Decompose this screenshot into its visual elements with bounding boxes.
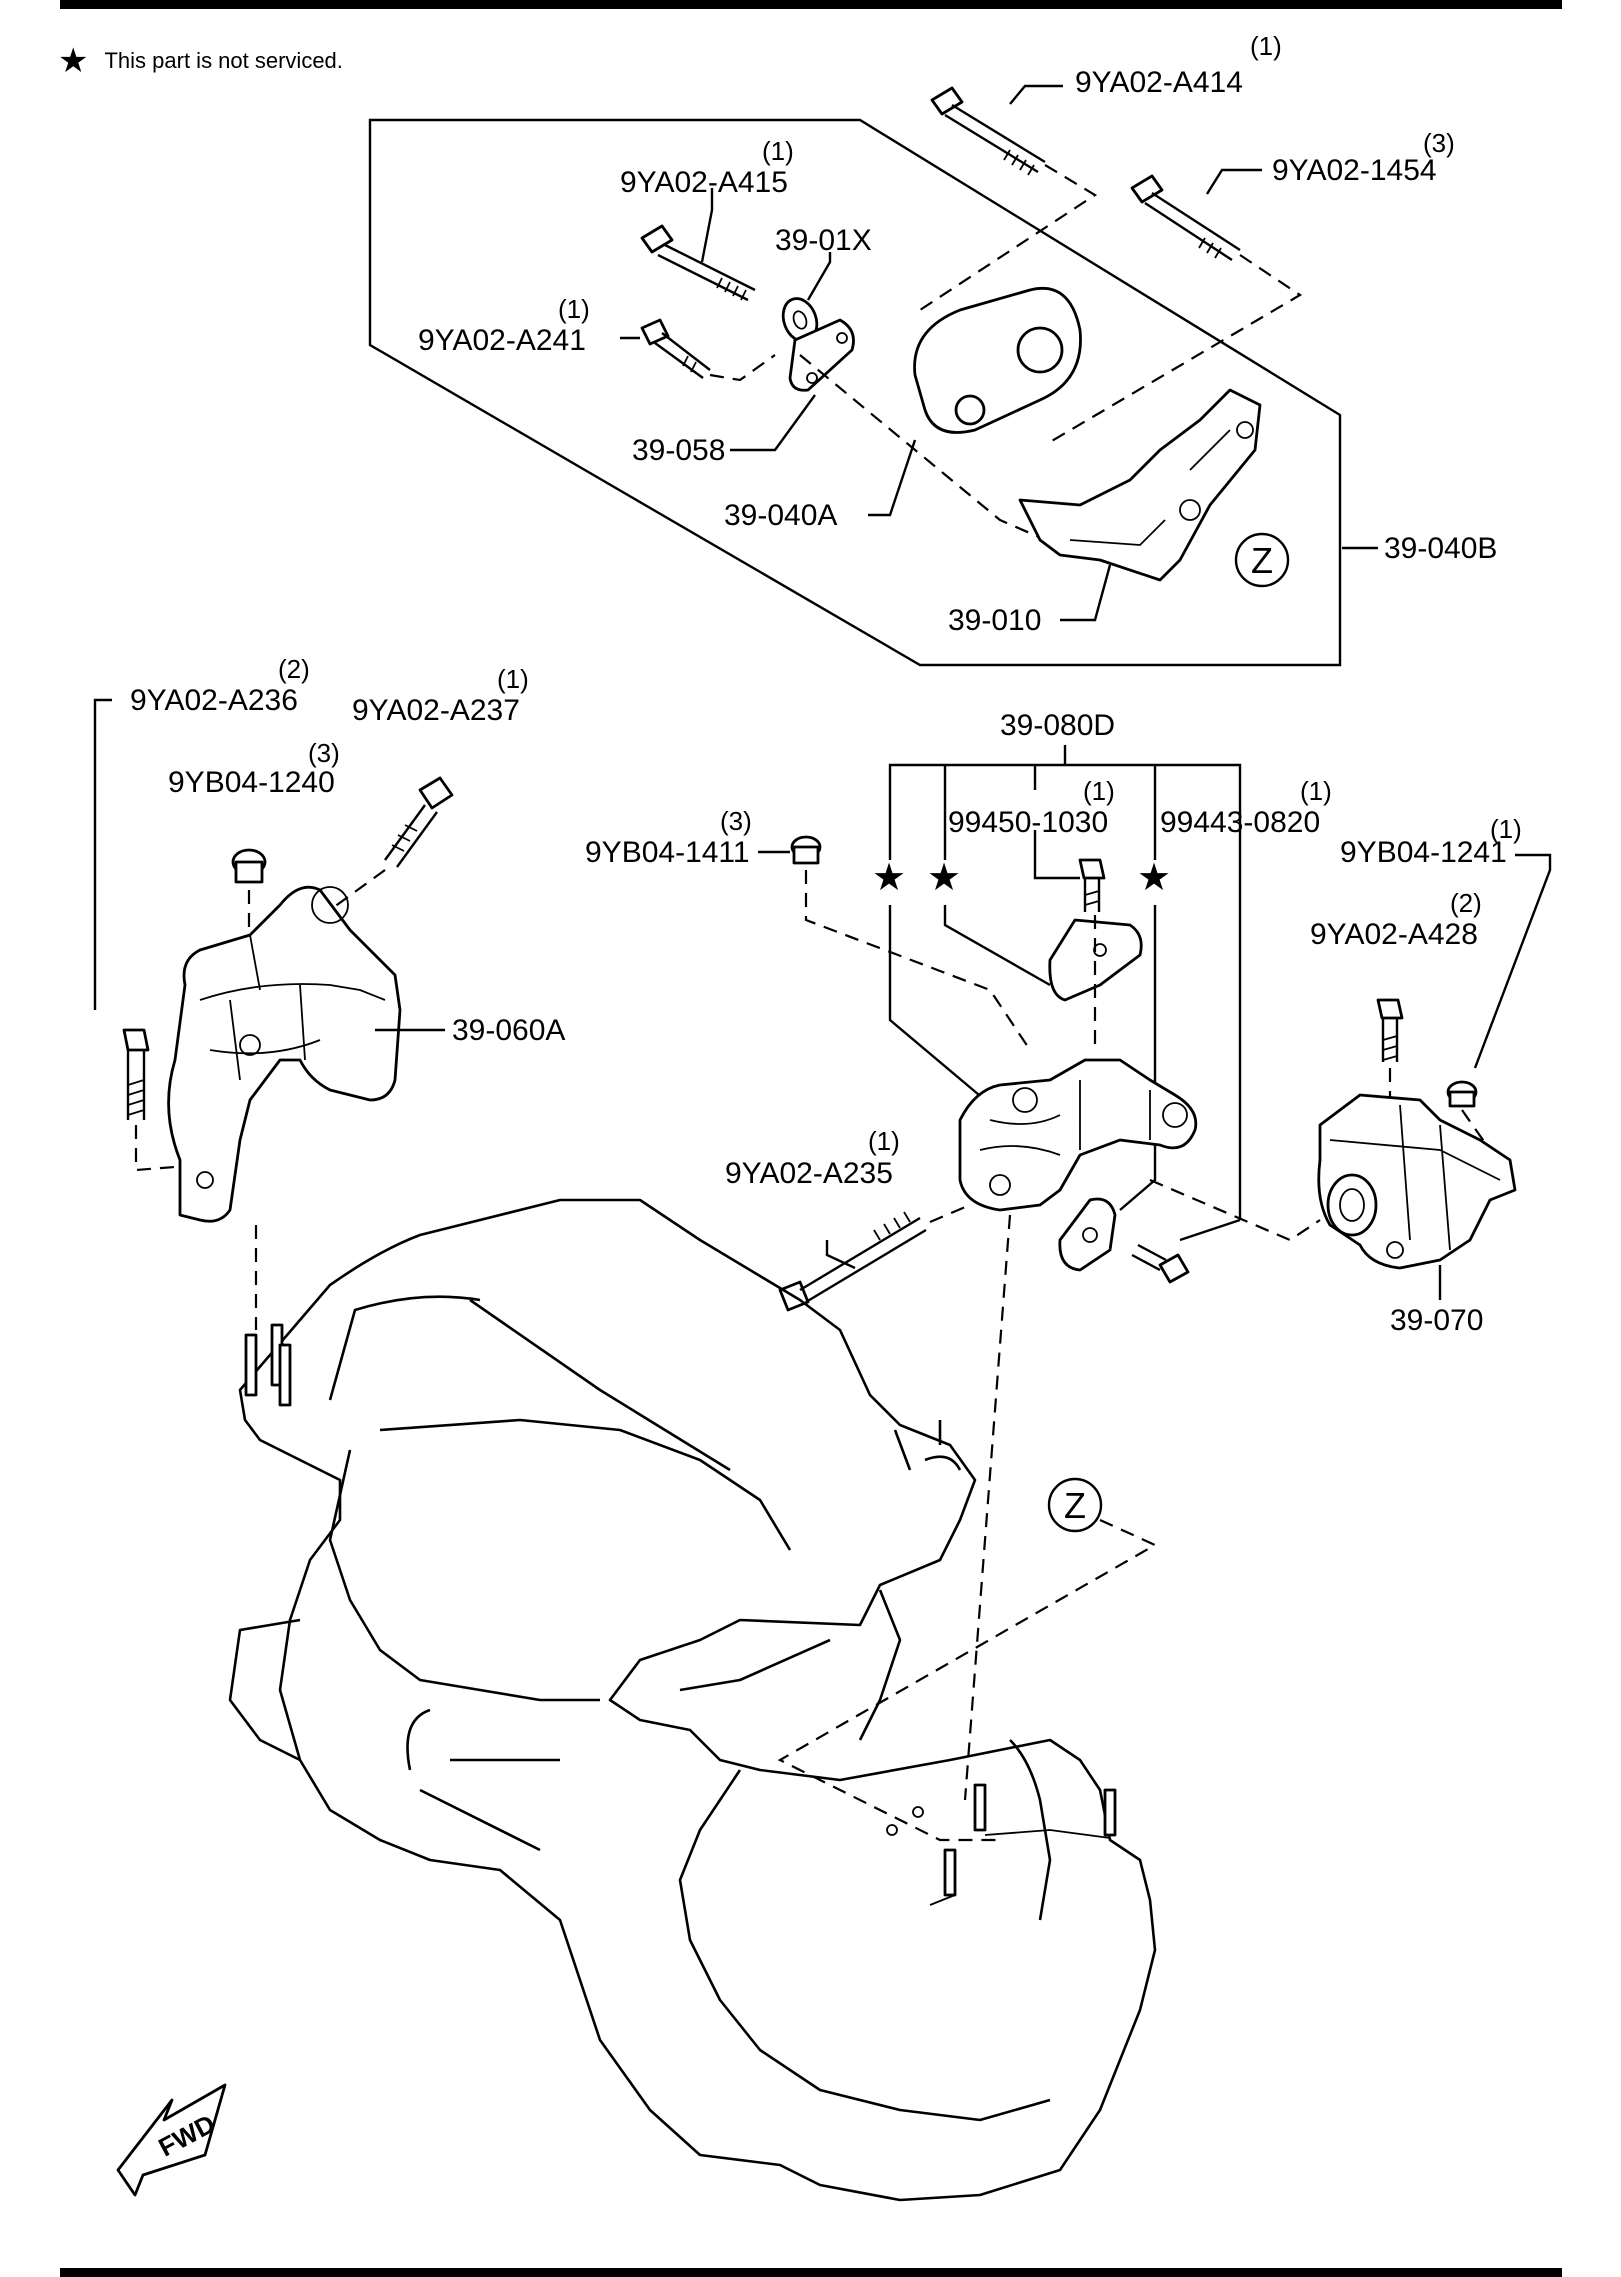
qty-9YB04-1241: (1) bbox=[1490, 814, 1522, 844]
qty-9YA02-A428: (2) bbox=[1450, 888, 1482, 918]
label-9YA02-A241: 9YA02-A241 bbox=[418, 324, 586, 357]
plate-99443 bbox=[1058, 1197, 1117, 1272]
label-9YB04-1241: 9YB04-1241 bbox=[1340, 836, 1507, 869]
star-icon: ★ bbox=[872, 855, 906, 899]
label-39-080D: 39-080D bbox=[1000, 709, 1115, 742]
plate-99450 bbox=[1048, 918, 1143, 1002]
qty-9YA02-A241: (1) bbox=[558, 294, 590, 324]
qty-9YA02-A415: (1) bbox=[762, 136, 794, 166]
callout-z-label: Z bbox=[1251, 540, 1273, 581]
qty-9YA02-A414: (1) bbox=[1250, 31, 1282, 61]
qty-9YA02-A236: (2) bbox=[278, 654, 310, 684]
label-9YA02-1454: 9YA02-1454 bbox=[1272, 154, 1437, 187]
bottom-border bbox=[60, 2268, 1562, 2277]
qty-9YB04-1411: (3) bbox=[720, 806, 752, 836]
not-serviced-note: ★ This part is not serviced. bbox=[58, 44, 343, 78]
label-39-040A: 39-040A bbox=[724, 499, 837, 532]
bolt-icon bbox=[640, 224, 756, 302]
qty-99450-1030: (1) bbox=[1083, 776, 1115, 806]
label-39-010: 39-010 bbox=[948, 604, 1041, 637]
star-icon: ★ bbox=[927, 855, 961, 899]
stud-icon bbox=[244, 1323, 292, 1407]
label-9YA02-A415: 9YA02-A415 bbox=[620, 166, 788, 199]
callout-z-circle bbox=[1047, 1477, 1103, 1533]
nut-icon bbox=[790, 835, 822, 865]
group-box-39-040B bbox=[368, 118, 1342, 667]
leader-9YA02-A236 bbox=[93, 698, 112, 1010]
top-border bbox=[60, 0, 1562, 9]
leader-9YB04-1241 bbox=[1473, 853, 1552, 1069]
bracket-39-040A bbox=[913, 287, 1082, 434]
bolt-icon bbox=[1078, 858, 1106, 912]
label-99443-0820: 99443-0820 bbox=[1160, 806, 1320, 839]
bracket-39-010 bbox=[1018, 388, 1262, 582]
qty-9YA02-1454: (3) bbox=[1423, 128, 1455, 158]
label-9YA02-A414: 9YA02-A414 bbox=[1075, 66, 1243, 99]
bolt-icon bbox=[1130, 174, 1241, 262]
note-text: This part is not serviced. bbox=[104, 48, 343, 73]
label-9YA02-A235: 9YA02-A235 bbox=[725, 1157, 893, 1190]
bolt-icon bbox=[1376, 998, 1404, 1062]
label-9YA02-A428: 9YA02-A428 bbox=[1310, 918, 1478, 951]
label-39-01X: 39-01X bbox=[775, 224, 872, 257]
mount-39-080D bbox=[958, 1058, 1198, 1212]
nut-icon bbox=[1446, 1080, 1478, 1108]
label-9YA02-A236: 9YA02-A236 bbox=[130, 684, 298, 717]
qty-9YB04-1240: (3) bbox=[308, 738, 340, 768]
star-icon: ★ bbox=[58, 42, 89, 80]
bolt-icon bbox=[384, 776, 454, 868]
label-39-070: 39-070 bbox=[1390, 1304, 1483, 1337]
callout-z-label: Z bbox=[1064, 1485, 1086, 1526]
label-9YB04-1240: 9YB04-1240 bbox=[168, 766, 335, 799]
label-39-060A: 39-060A bbox=[452, 1014, 565, 1047]
engine-block-outline bbox=[228, 1198, 1157, 2202]
label-9YA02-A237: 9YA02-A237 bbox=[352, 694, 520, 727]
mount-39-060A bbox=[167, 885, 402, 1223]
bolt-icon bbox=[778, 1211, 927, 1312]
bolt-icon bbox=[1131, 1243, 1190, 1284]
label-99450-1030: 99450-1030 bbox=[948, 806, 1108, 839]
label-9YB04-1411: 9YB04-1411 bbox=[585, 836, 750, 869]
nut-icon bbox=[231, 848, 267, 884]
stud-icon bbox=[929, 1783, 1117, 1906]
bolt-icon bbox=[640, 318, 711, 379]
bolt-icon bbox=[930, 86, 1046, 176]
label-39-040B: 39-040B bbox=[1384, 532, 1497, 565]
star-icon: ★ bbox=[1137, 855, 1171, 899]
label-39-058: 39-058 bbox=[632, 434, 725, 467]
qty-99443-0820: (1) bbox=[1300, 776, 1332, 806]
fwd-arrow-icon: FWD bbox=[116, 2083, 227, 2197]
callout-z-circle bbox=[1234, 532, 1290, 588]
qty-9YA02-A235: (1) bbox=[868, 1126, 900, 1156]
bolt-icon bbox=[122, 1028, 150, 1120]
qty-9YA02-A237: (1) bbox=[497, 664, 529, 694]
